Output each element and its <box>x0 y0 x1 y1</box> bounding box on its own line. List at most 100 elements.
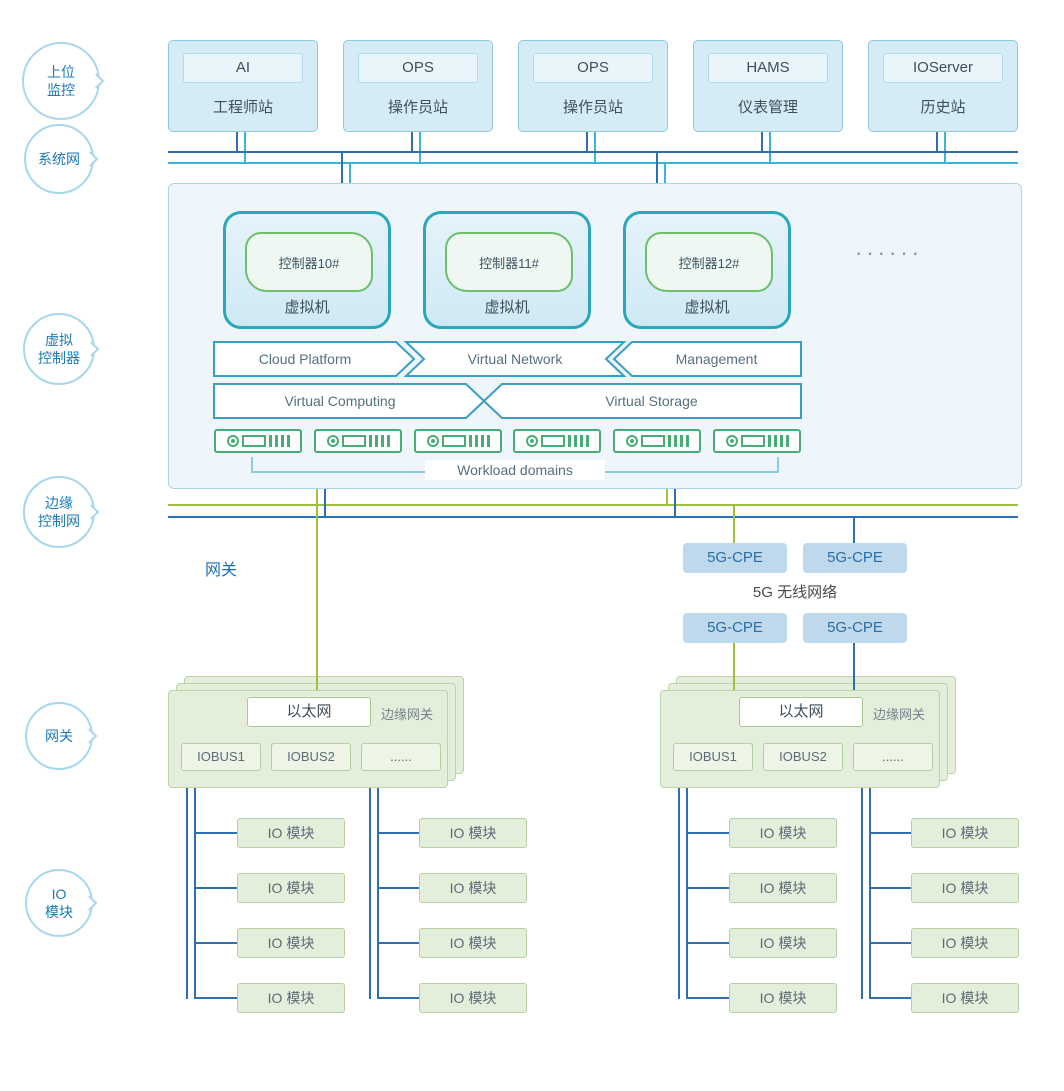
edge-gateway-label: 边缘网关 <box>873 707 926 722</box>
io-module-box: IO 模块 <box>237 928 345 958</box>
iobus-box: ...... <box>361 743 441 771</box>
server-slot-icon <box>773 435 777 447</box>
label-bubble-gateway: 网关 <box>25 702 93 770</box>
ribbon-virtual-network <box>403 341 627 377</box>
io-module-box: IO 模块 <box>729 873 837 903</box>
server-slot-icon <box>286 435 290 447</box>
layer-label-cloud-platform: Cloud Platform <box>258 351 352 367</box>
server-led-icon <box>625 435 638 447</box>
io-module-box: IO 模块 <box>729 928 837 958</box>
connector-line <box>733 643 735 690</box>
server-screen-icon <box>640 435 665 447</box>
vm-label: 虚拟机 <box>484 299 530 316</box>
server-slot-icon <box>380 435 384 447</box>
iobus-line <box>686 788 688 999</box>
vm-label: 虚拟机 <box>284 299 330 316</box>
virtual-controller-panel: 控制器10# 虚拟机 控制器11# 虚拟机 控制器12# 虚拟机 ······ … <box>168 183 1022 489</box>
iobus-stub <box>379 832 419 834</box>
iobus-stub <box>871 832 911 834</box>
server-screen-icon <box>241 435 266 447</box>
server-slot-icon <box>585 435 589 447</box>
server-led-icon <box>426 435 439 447</box>
station-type-badge: AI <box>183 53 303 83</box>
label-bubble-edge-control-network: 边缘 控制网 <box>23 476 95 548</box>
iobus-stub <box>871 942 911 944</box>
station-operator-2: OPS 操作员站 <box>518 40 668 132</box>
station-type-badge: OPS <box>358 53 478 83</box>
bubble-text: 上位 监控 <box>47 63 75 98</box>
server-screen-icon <box>341 435 366 447</box>
io-module-box: IO 模块 <box>911 928 1019 958</box>
server-slot-icon <box>667 435 671 447</box>
edge-network-line-blue <box>168 516 1018 518</box>
edge-gateway-label: 边缘网关 <box>381 707 434 722</box>
server-icon <box>513 429 601 453</box>
station-name-label: 历史站 <box>920 99 966 116</box>
edge-gateway-stack-left: 以太网 边缘网关 IOBUS1 IOBUS2 ...... <box>168 690 448 788</box>
connector-line <box>769 130 771 164</box>
io-module-box: IO 模块 <box>237 983 345 1013</box>
iobus-stub <box>688 887 729 889</box>
server-slot-icon <box>486 435 490 447</box>
system-network-line-secondary <box>168 162 1018 164</box>
label-bubble-upper-monitoring: 上位 监控 <box>22 42 100 120</box>
io-module-box: IO 模块 <box>237 873 345 903</box>
connector-line <box>411 130 413 153</box>
connector-line <box>664 164 666 183</box>
wireless-network-label: 5G 无线网络 <box>752 584 838 601</box>
vm-box-3: 控制器12# 虚拟机 <box>623 211 791 329</box>
station-operator-1: OPS 操作员站 <box>343 40 493 132</box>
server-screen-icon <box>441 435 466 447</box>
connector-line <box>594 130 596 164</box>
connector-line <box>666 487 668 504</box>
vm-label: 虚拟机 <box>684 299 730 316</box>
cpe-box-1: 5G-CPE <box>683 543 787 573</box>
iobus-line <box>678 788 680 999</box>
iobus-stub <box>379 997 419 999</box>
server-slot-icon <box>374 435 378 447</box>
ethernet-box: 以太网 <box>247 697 371 727</box>
iobus-stub <box>688 942 729 944</box>
connector-line <box>349 164 351 183</box>
io-module-box: IO 模块 <box>237 818 345 848</box>
iobus-box: IOBUS2 <box>271 743 351 771</box>
io-module-box: IO 模块 <box>419 928 527 958</box>
connector-line <box>936 130 938 153</box>
connector-line <box>656 153 658 183</box>
connector-line <box>853 518 855 543</box>
connector-line <box>236 130 238 153</box>
station-type-badge: HAMS <box>708 53 828 83</box>
virtualization-layer-shapes <box>213 341 802 419</box>
layer-label-virtual-network: Virtual Network <box>467 351 563 367</box>
server-slot-icon <box>567 435 571 447</box>
cpe-box-2: 5G-CPE <box>803 543 907 573</box>
iobus-stub <box>379 942 419 944</box>
connector-line <box>419 130 421 164</box>
iobus-line <box>186 788 188 999</box>
iobus-line <box>369 788 371 999</box>
station-name-label: 工程师站 <box>212 99 273 116</box>
iobus-line <box>377 788 379 999</box>
cpe-box-3: 5G-CPE <box>683 613 787 643</box>
ribbon-management <box>612 341 802 377</box>
vm-box-2: 控制器11# 虚拟机 <box>423 211 591 329</box>
bubble-text: IO 模块 <box>45 885 73 920</box>
station-name-label: 仪表管理 <box>737 99 798 116</box>
label-bubble-virtual-controller: 虚拟 控制器 <box>23 313 95 385</box>
server-slot-icon <box>679 435 683 447</box>
bubble-text: 系统网 <box>38 150 80 167</box>
bubble-text: 虚拟 控制器 <box>38 331 80 366</box>
station-name-label: 操作员站 <box>387 99 448 116</box>
server-screen-icon <box>540 435 565 447</box>
server-led-icon <box>525 435 538 447</box>
iobus-stub <box>688 997 729 999</box>
io-module-box: IO 模块 <box>911 873 1019 903</box>
server-slot-icon <box>368 435 372 447</box>
bubble-text: 网关 <box>45 727 73 744</box>
server-slot-icon <box>573 435 577 447</box>
io-module-box: IO 模块 <box>729 818 837 848</box>
label-bubble-io-module: IO 模块 <box>25 869 93 937</box>
workload-bracket-line <box>251 457 253 472</box>
server-slot-icon <box>274 435 278 447</box>
station-type-badge: IOServer <box>883 53 1003 83</box>
